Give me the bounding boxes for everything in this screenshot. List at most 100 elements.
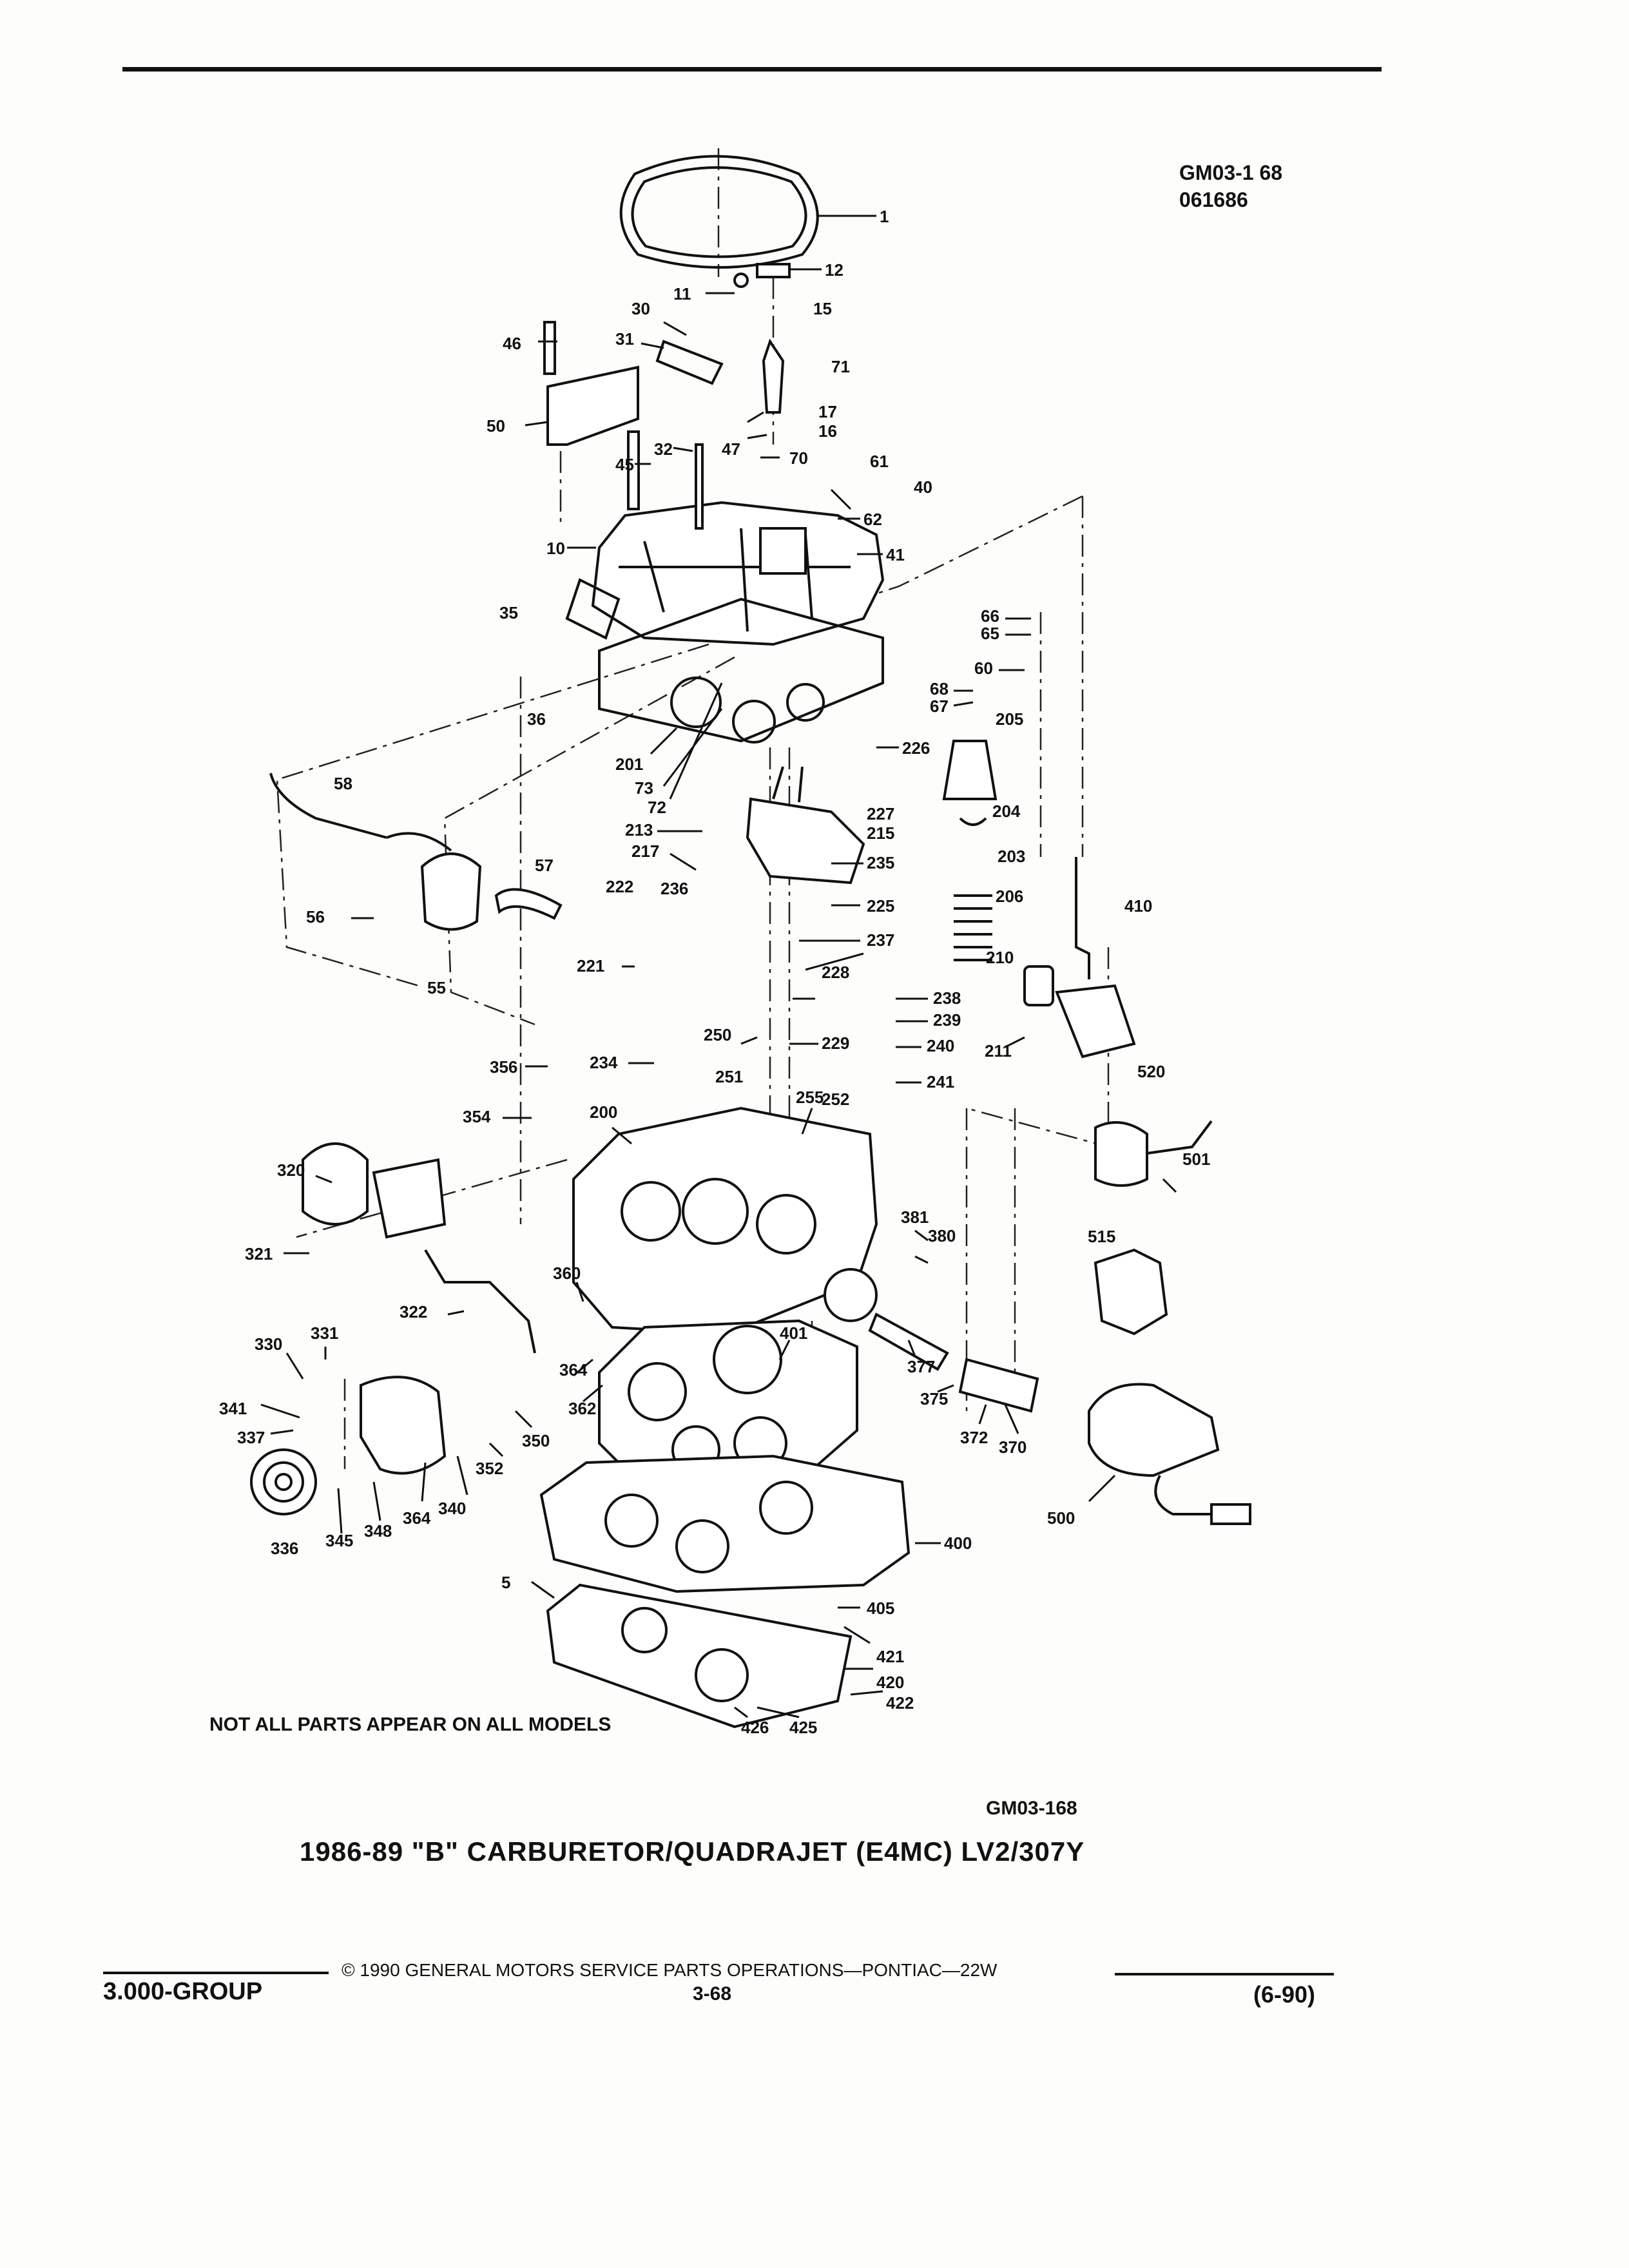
label-238: 238	[933, 988, 961, 1008]
part-number-labels: 1 12 11 30 15 46 31 71 50 17 16 32 47 45…	[219, 207, 1210, 1737]
label-360: 360	[553, 1264, 581, 1283]
part-screws-top	[543, 263, 791, 530]
label-15: 15	[813, 299, 832, 318]
part-mixture-control-solenoid	[1023, 965, 1136, 1059]
footer-page-number: 3-68	[693, 1983, 732, 2004]
label-205: 205	[996, 709, 1023, 729]
label-520: 520	[1137, 1062, 1165, 1081]
part-idle-stop-solenoid	[1094, 1120, 1213, 1187]
part-choke-housing	[250, 1376, 447, 1515]
part-throttle-body	[539, 1454, 911, 1593]
part-choke-lever-assembly	[546, 340, 724, 446]
part-air-cleaner-gasket	[619, 155, 819, 269]
label-239: 239	[933, 1010, 961, 1030]
label-226: 226	[902, 738, 930, 758]
footer-rule-left	[103, 1972, 329, 1974]
label-362: 362	[568, 1399, 596, 1418]
label-221: 221	[577, 956, 604, 975]
label-255: 255	[796, 1088, 824, 1107]
label-30: 30	[631, 299, 650, 318]
label-66: 66	[981, 606, 999, 626]
label-58: 58	[334, 774, 352, 793]
label-72: 72	[648, 798, 666, 817]
label-31: 31	[615, 329, 634, 349]
label-235: 235	[867, 853, 894, 872]
part-fuel-inlet	[868, 1312, 1039, 1413]
label-401: 401	[780, 1323, 807, 1343]
label-60: 60	[974, 658, 993, 678]
label-65: 65	[981, 624, 999, 643]
label-426: 426	[741, 1718, 769, 1737]
label-340: 340	[438, 1499, 466, 1518]
part-hot-idle-compensator	[746, 766, 865, 885]
leader-lines	[260, 215, 1177, 1718]
label-375: 375	[920, 1389, 948, 1408]
label-229: 229	[822, 1033, 849, 1053]
label-206: 206	[996, 887, 1023, 906]
label-356: 356	[490, 1057, 517, 1077]
footer-group: 3.000-GROUP	[103, 1978, 263, 2005]
label-213: 213	[625, 820, 653, 840]
label-32: 32	[654, 439, 673, 459]
label-1: 1	[880, 207, 889, 226]
label-341: 341	[219, 1399, 247, 1418]
models-note: NOT ALL PARTS APPEAR ON ALL MODELS	[209, 1714, 612, 1735]
caption-title: 1986-89 "B" CARBURETOR/QUADRAJET (E4MC) …	[300, 1836, 1085, 1867]
label-251: 251	[715, 1067, 743, 1086]
label-45: 45	[615, 455, 634, 474]
label-16: 16	[818, 421, 837, 441]
label-236: 236	[660, 879, 688, 898]
label-421: 421	[876, 1647, 904, 1666]
label-425: 425	[789, 1718, 817, 1737]
label-234: 234	[590, 1053, 618, 1072]
label-350: 350	[522, 1431, 550, 1450]
part-float-bowl	[572, 1106, 878, 1336]
part-base-gasket	[546, 1583, 853, 1729]
label-237: 237	[867, 930, 894, 950]
label-211: 211	[985, 1041, 1012, 1061]
label-370: 370	[999, 1437, 1027, 1457]
label-11: 11	[673, 284, 691, 303]
part-power-piston	[942, 740, 998, 961]
label-225: 225	[867, 896, 894, 916]
label-515: 515	[1088, 1227, 1115, 1246]
label-364-lower: 364	[403, 1508, 431, 1528]
label-380: 380	[928, 1226, 956, 1245]
label-228: 228	[822, 963, 849, 982]
label-352: 352	[476, 1459, 503, 1478]
label-372: 372	[960, 1428, 988, 1447]
label-215: 215	[867, 823, 894, 843]
label-501: 501	[1182, 1149, 1210, 1169]
label-50: 50	[487, 416, 505, 436]
label-73: 73	[635, 778, 653, 798]
label-337: 337	[237, 1428, 265, 1447]
label-227: 227	[867, 804, 894, 823]
label-217: 217	[631, 841, 659, 861]
top-rule	[122, 67, 1382, 72]
label-354: 354	[463, 1107, 491, 1126]
label-331: 331	[311, 1323, 338, 1343]
label-250: 250	[704, 1025, 731, 1044]
label-36: 36	[527, 709, 546, 729]
label-381: 381	[901, 1207, 929, 1227]
label-62: 62	[863, 510, 882, 529]
drawing-code: GM03-1 68	[1179, 161, 1283, 184]
label-204: 204	[992, 802, 1021, 821]
label-35: 35	[499, 603, 518, 622]
label-252: 252	[822, 1090, 849, 1109]
part-accelerator-pump-rod	[1075, 857, 1090, 979]
label-322: 322	[400, 1302, 427, 1321]
label-210: 210	[986, 948, 1014, 967]
label-377: 377	[907, 1357, 935, 1376]
label-71: 71	[831, 357, 850, 376]
label-68: 68	[930, 679, 949, 698]
label-55: 55	[427, 978, 446, 997]
label-222: 222	[606, 877, 633, 896]
caption-code: GM03-168	[986, 1798, 1077, 1819]
label-203: 203	[998, 847, 1025, 866]
drawing-date: 061686	[1179, 188, 1248, 211]
label-41: 41	[886, 545, 905, 564]
part-bracket-solenoid	[1088, 1383, 1251, 1525]
label-410: 410	[1124, 896, 1152, 916]
